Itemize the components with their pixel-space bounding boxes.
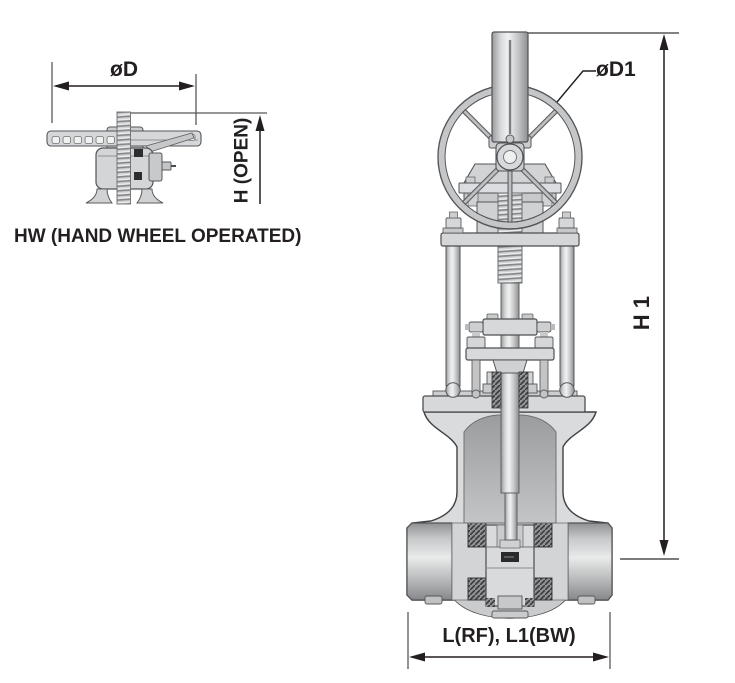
seat-rings xyxy=(467,522,553,601)
yoke-pillars xyxy=(445,245,575,398)
dim-h1 xyxy=(528,32,679,560)
dim-h-open xyxy=(131,112,267,204)
pipe-end-left xyxy=(406,522,453,601)
caption-handwheel-operated: HW (HAND WHEEL OPERATED) xyxy=(14,226,302,247)
dim-label-od1: øD1 xyxy=(596,58,636,81)
wheel-hub xyxy=(495,142,525,172)
dim-od1-leader xyxy=(556,70,596,103)
handwheel-side-view xyxy=(46,62,267,205)
stem-coupling xyxy=(465,313,555,336)
gate-valve-cross-section xyxy=(406,31,679,669)
dim-label-length: L(RF), L1(BW) xyxy=(442,625,576,647)
valve-stem xyxy=(500,282,520,494)
stem-protector-tube xyxy=(488,31,532,149)
dim-label-h-open: H (OPEN) xyxy=(231,117,253,204)
yoke-plate xyxy=(440,211,580,247)
pipe-end-right xyxy=(567,522,613,601)
stem-side xyxy=(116,111,131,205)
gate-wedge xyxy=(485,524,535,610)
dim-label-h1: H 1 xyxy=(628,295,654,331)
dim-label-od: øD xyxy=(110,58,138,81)
dim-od xyxy=(51,62,197,125)
gland-assembly xyxy=(465,332,555,409)
dim-length xyxy=(407,612,611,669)
